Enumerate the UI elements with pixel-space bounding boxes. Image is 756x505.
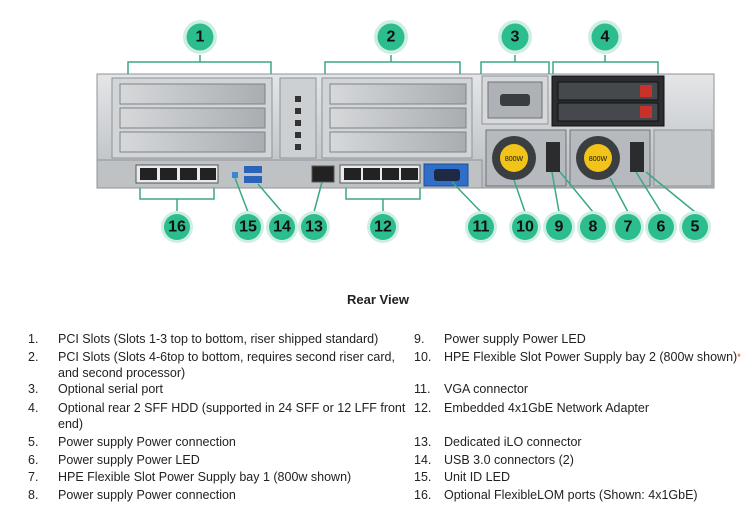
legend-text: Optional serial port (58, 382, 163, 396)
power-supply-bay-1: 800W (569, 129, 651, 187)
callout-label: 3 (511, 29, 520, 46)
pci-slots-1 (111, 77, 273, 159)
uid-led (232, 172, 238, 178)
vga-connector (423, 163, 469, 187)
legend-text: Power supply Power connection (58, 435, 236, 449)
legend-number: 13. (414, 435, 432, 449)
callout-label: 14 (273, 219, 291, 236)
legend-text: HPE Flexible Slot Power Supply bay 2 (80… (444, 350, 738, 364)
callout-label: 11 (473, 219, 490, 236)
legend-number: 5. (28, 435, 39, 449)
callout-2: 2 (374, 20, 408, 54)
legend-text: Optional FlexibleLOM ports (Shown: 4x1Gb… (444, 488, 698, 502)
callout-7: 7 (612, 211, 644, 243)
vent-column (279, 77, 317, 159)
callout-5: 5 (679, 211, 711, 243)
callout-4: 4 (588, 20, 622, 54)
callout-8: 8 (577, 211, 609, 243)
legend-text: HPE Flexible Slot Power Supply bay 1 (80… (58, 470, 352, 484)
callout-10: 10 (509, 211, 541, 243)
legend-number: 15. (414, 470, 432, 484)
top-brackets (127, 55, 659, 74)
callout-label: 8 (589, 219, 598, 236)
callout-label: 7 (624, 219, 633, 236)
rear-hdd-bays (551, 75, 665, 127)
psu-2-label: 800W (505, 156, 524, 163)
legend-number: 7. (28, 470, 39, 484)
legend-number: 14. (414, 453, 432, 467)
legend-number: 10. (414, 350, 432, 364)
callout-label: 9 (555, 219, 564, 236)
callout-16: 16 (161, 211, 193, 243)
legend-number: 8. (28, 488, 39, 502)
callout-label: 6 (657, 219, 666, 236)
legend-text: Power supply Power LED (58, 453, 200, 467)
callout-label: 15 (239, 219, 257, 236)
serial-port-area (481, 75, 549, 125)
legend-text: Embedded 4x1GbE Network Adapter (444, 401, 649, 415)
legend-number: 6. (28, 453, 39, 467)
legend-text: USB 3.0 connectors (2) (444, 453, 574, 467)
legend-number: 12. (414, 401, 432, 415)
ilo-port (311, 165, 335, 183)
callout-label: 16 (168, 219, 186, 236)
legend-text: Unit ID LED (444, 470, 510, 484)
legend-text-wrap: HPE Flexible Slot Power Supply bay 2 (80… (444, 349, 756, 365)
callout-label: 5 (691, 219, 700, 236)
server-chassis: 800W 800W (96, 73, 715, 189)
legend-text: VGA connector (444, 382, 529, 396)
embedded-network-ports (339, 164, 421, 184)
power-supply-bay-2: 800W (485, 129, 567, 187)
legend-number: 4. (28, 401, 39, 415)
psu-1-label: 800W (589, 156, 608, 163)
callout-label: 4 (601, 29, 610, 46)
legend-text: PCI Slots (Slots 1-3 top to bottom, rise… (58, 332, 379, 346)
callout-label: 2 (387, 29, 396, 46)
server-rear-diagram: 800W 800W (96, 20, 715, 243)
callout-6: 6 (645, 211, 677, 243)
legend-number: 3. (28, 382, 39, 396)
footnote-marker: * (737, 352, 741, 362)
legend-text: Power supply Power LED (444, 332, 586, 346)
callout-15: 15 (232, 211, 264, 243)
legend-text: Optional rear 2 SFF HDD (supported in 24… (58, 401, 406, 431)
callout-14: 14 (266, 211, 298, 243)
legend-text: Dedicated iLO connector (444, 435, 582, 449)
legend-text: Power supply Power connection (58, 488, 236, 502)
callout-label: 12 (374, 219, 392, 236)
legend-text: PCI Slots (Slots 4-6top to bottom, requi… (58, 350, 395, 380)
callout-3: 3 (498, 20, 532, 54)
pci-slots-2 (321, 77, 473, 159)
legend-number: 9. (414, 332, 425, 346)
callout-12: 12 (367, 211, 399, 243)
legend-number: 16. (414, 488, 432, 502)
legend-number: 1. (28, 332, 39, 346)
callout-11: 11 (465, 211, 497, 243)
callout-label: 10 (516, 219, 534, 236)
callout-label: 1 (196, 29, 205, 46)
callout-label: 13 (305, 219, 323, 236)
legend-number: 11. (414, 382, 431, 396)
bottom-leaders (139, 171, 696, 213)
usb-ports (244, 166, 262, 183)
callout-9: 9 (543, 211, 575, 243)
callout-1: 1 (183, 20, 217, 54)
flexiblelom-ports (135, 164, 219, 184)
legend-number: 2. (28, 350, 39, 364)
callout-13: 13 (298, 211, 330, 243)
diagram-title: Rear View (347, 292, 409, 307)
